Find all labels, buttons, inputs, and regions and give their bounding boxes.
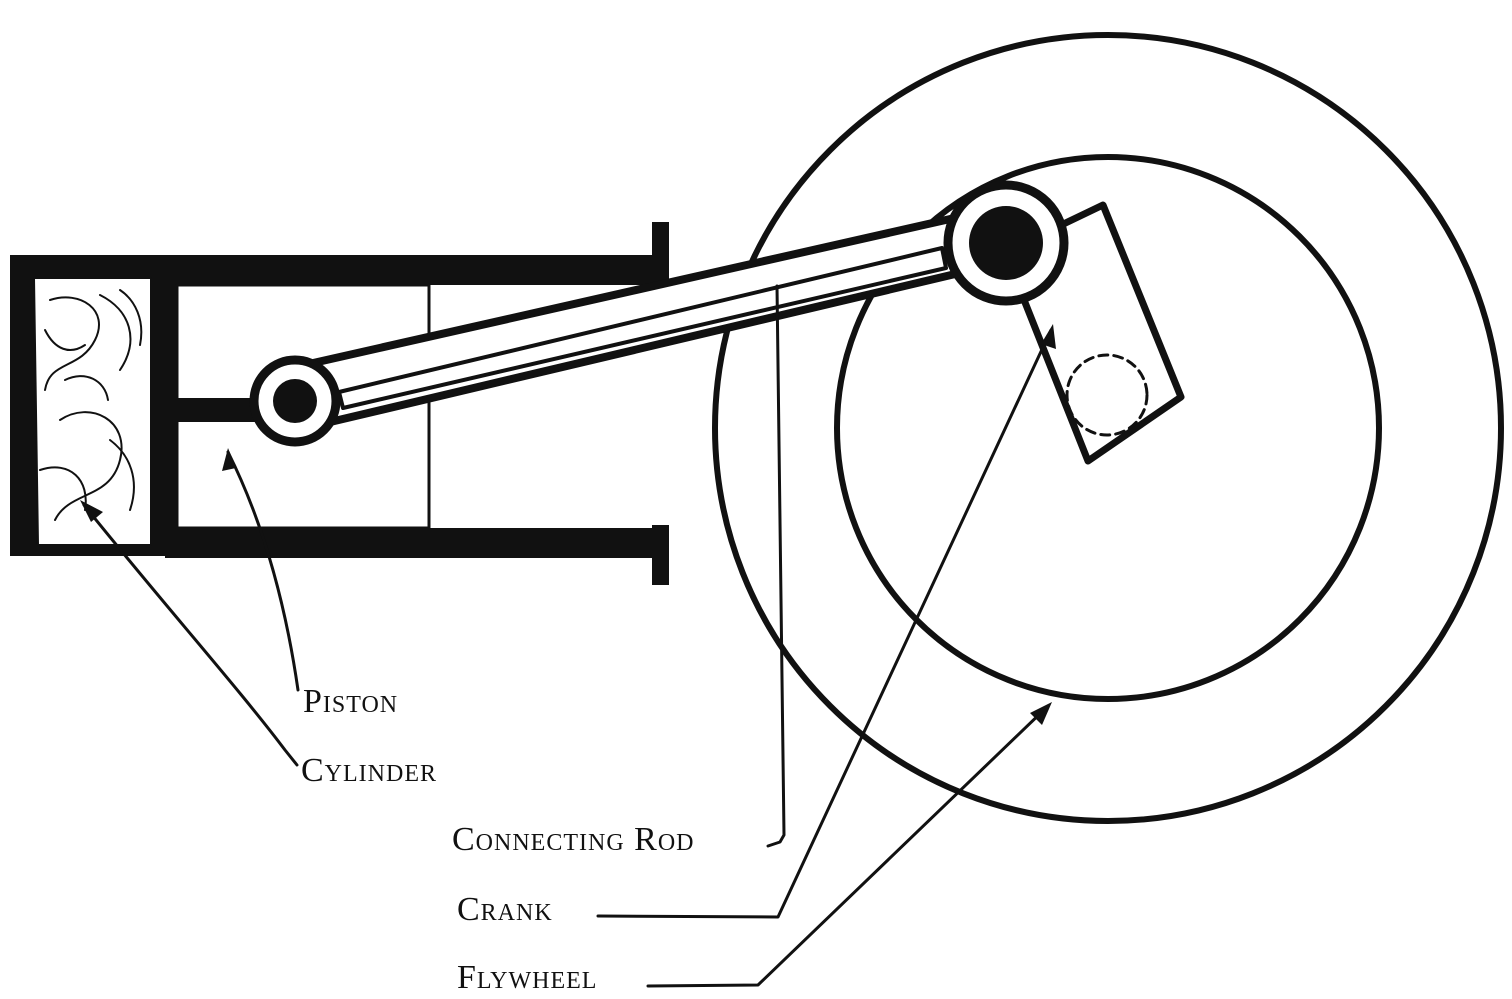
combustion-chamber xyxy=(33,277,152,546)
label-crank: Crank xyxy=(457,891,553,928)
crank-pin xyxy=(969,206,1043,280)
leader-crank xyxy=(596,328,1053,919)
arrowhead-crank xyxy=(1041,324,1056,349)
label-piston: Piston xyxy=(303,683,398,720)
label-flywheel: Flywheel xyxy=(457,959,597,996)
leader-lines xyxy=(82,284,1053,988)
cylinder-top-wall xyxy=(165,255,655,285)
label-connecting-rod: Connecting Rod xyxy=(452,821,695,858)
cylinder-top-flange xyxy=(652,222,669,288)
flywheel xyxy=(712,32,1504,824)
arrowheads xyxy=(80,324,1056,725)
piston-wrist-web xyxy=(177,398,257,422)
arrowhead-cylinder xyxy=(80,500,103,522)
cylinder-bottom-wall xyxy=(165,528,655,558)
piston xyxy=(155,283,431,530)
arrowhead-flywheel xyxy=(1030,702,1052,725)
crankshaft-dashed xyxy=(1065,353,1149,437)
leader-piston xyxy=(226,450,300,692)
connecting-rod-slot xyxy=(337,246,948,410)
leader-flywheel xyxy=(646,704,1050,988)
flywheel-outer-rim xyxy=(712,32,1504,824)
crank xyxy=(943,180,1185,465)
connecting-rod xyxy=(249,206,1010,447)
cylinder-bottom-flange xyxy=(652,525,669,585)
leader-cylinder xyxy=(82,503,299,767)
flywheel-inner-rim xyxy=(834,154,1382,702)
combustion-gas-swirls xyxy=(39,289,143,521)
wrist-pin xyxy=(273,379,317,423)
leader-connecting-rod xyxy=(766,284,786,848)
piston-crown xyxy=(155,285,177,528)
label-cylinder: Cylinder xyxy=(301,752,437,789)
arrowhead-piston xyxy=(222,448,236,471)
